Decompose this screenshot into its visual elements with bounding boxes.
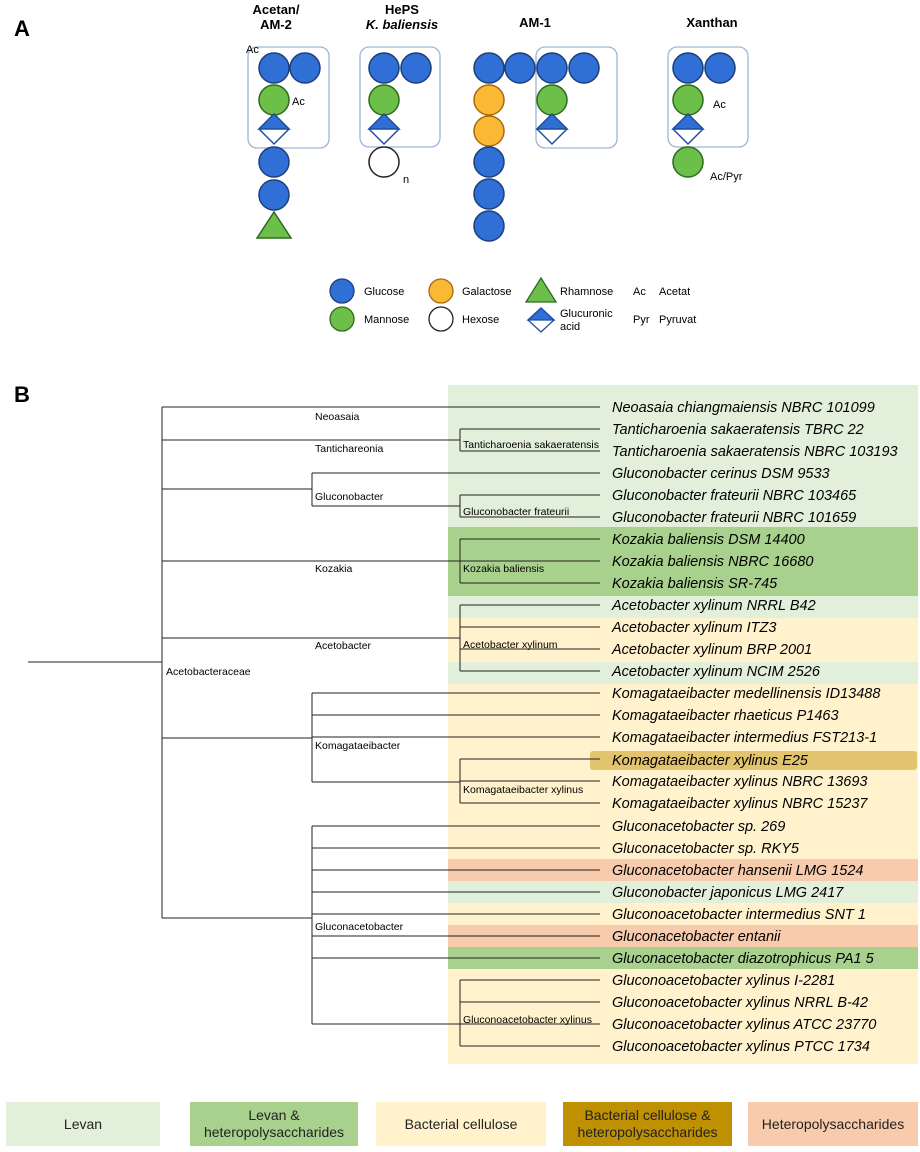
legend-cellulose-hetero-line1: Bacterial cellulose & bbox=[584, 1107, 711, 1123]
acetan-title-line2: AM-2 bbox=[260, 17, 292, 32]
node-kozakia: Kozakia bbox=[315, 563, 353, 575]
node-gluconoacetobacter-xylinus: Gluconoacetobacter xylinus bbox=[463, 1014, 592, 1026]
leaf-label: Acetobacter xylinum BRP 2001 bbox=[611, 642, 812, 658]
leaf-label: Acetobacter xylinum NRRL B42 bbox=[611, 598, 816, 614]
legend-ac-abbr: Ac bbox=[633, 286, 646, 298]
legend-cellulose-label: Bacterial cellulose bbox=[404, 1115, 518, 1132]
xanthan-ac-pyr: Ac/Pyr bbox=[710, 171, 743, 183]
legend-levan-hetero-line2: heteropolysaccharides bbox=[203, 1124, 345, 1140]
rhamnose-symbol bbox=[524, 276, 558, 303]
legend-glucose: Glucose bbox=[364, 286, 404, 298]
node-gluconobacter-frateurii: Gluconobacter frateurii bbox=[463, 506, 569, 518]
xanthan-structure bbox=[667, 46, 749, 178]
legend-glucuronic-line2: acid bbox=[560, 321, 580, 333]
leaf-label: Acetobacter xylinum ITZ3 bbox=[611, 620, 776, 636]
am1-title: AM-1 bbox=[519, 15, 551, 30]
leaf-label: Gluconobacter cerinus DSM 9533 bbox=[612, 466, 830, 482]
node-gluconobacter: Gluconobacter bbox=[315, 491, 384, 503]
glucose-symbol bbox=[329, 278, 355, 304]
leaf-labels: Neoasaia chiangmaiensis NBRC 101099 Tant… bbox=[611, 400, 898, 1055]
leaf-label: Gluconoacetobacter xylinus NRRL B-42 bbox=[612, 995, 868, 1011]
symbol-legend: Glucose Mannose Galactose Hexose Rhamnos… bbox=[329, 276, 696, 333]
node-acetobacter-xylinum: Acetobacter xylinum bbox=[463, 639, 558, 651]
panel-label-a: A bbox=[14, 16, 30, 41]
legend-pyruvat: Pyruvat bbox=[659, 314, 696, 326]
legend-cellulose: Bacterial cellulose bbox=[376, 1102, 546, 1146]
leaf-label: Komagataeibacter medellinensis ID13488 bbox=[612, 686, 880, 702]
heps-title-line2: K. baliensis bbox=[366, 17, 438, 32]
leaf-label-highlighted: Komagataeibacter xylinus E25 bbox=[612, 753, 809, 769]
leaf-label: Acetobacter xylinum NCIM 2526 bbox=[611, 664, 821, 680]
leaf-label: Gluconacetobacter diazotrophicus PA1 5 bbox=[612, 951, 875, 967]
legend-hetero: Heteropolysaccharides bbox=[748, 1102, 918, 1146]
leaf-label: Gluconoacetobacter xylinus I-2281 bbox=[612, 973, 835, 989]
leaf-label: Komagataeibacter xylinus NBRC 15237 bbox=[612, 796, 868, 812]
legend-rhamnose: Rhamnose bbox=[560, 286, 613, 298]
phylogenetic-tree-lines bbox=[28, 406, 600, 1047]
node-tanticharoenia-sakaeratensis: Tanticharoenia sakaeratensis bbox=[463, 439, 599, 451]
legend-levan-hetero-line1: Levan & bbox=[248, 1107, 300, 1123]
legend-levan-hetero: Levan & heteropolysaccharides bbox=[190, 1102, 358, 1146]
legend-galactose: Galactose bbox=[462, 286, 512, 298]
leaf-label: Gluconoacetobacter intermedius SNT 1 bbox=[612, 907, 866, 923]
node-acetobacter: Acetobacter bbox=[315, 640, 372, 652]
leaf-label: Gluconacetobacter sp. 269 bbox=[612, 819, 785, 835]
acetan-title-line1: Acetan/ bbox=[253, 2, 300, 17]
panel-label-b: B bbox=[14, 382, 30, 407]
node-tantichareonia: Tantichareonia bbox=[315, 443, 383, 455]
leaf-label: Tanticharoenia sakaeratensis NBRC 103193 bbox=[612, 444, 898, 460]
leaf-label: Tanticharoenia sakaeratensis TBRC 22 bbox=[612, 422, 864, 438]
leaf-label: Kozakia baliensis NBRC 16680 bbox=[612, 554, 814, 570]
galactose-symbol bbox=[428, 278, 454, 304]
legend-mannose: Mannose bbox=[364, 314, 409, 326]
heps-structure bbox=[359, 46, 441, 178]
xanthan-ac: Ac bbox=[713, 99, 726, 111]
legend-cellulose-hetero: Bacterial cellulose & heteropolysacchari… bbox=[563, 1102, 732, 1146]
leaf-label: Komagataeibacter intermedius FST213-1 bbox=[612, 730, 877, 746]
leaf-label: Kozakia baliensis DSM 14400 bbox=[612, 532, 805, 548]
leaf-label: Neoasaia chiangmaiensis NBRC 101099 bbox=[612, 400, 875, 416]
heps-repeat-n: n bbox=[403, 174, 409, 186]
acetan-ac-mannose: Ac bbox=[292, 96, 305, 108]
legend-levan-label: Levan bbox=[63, 1115, 103, 1132]
node-acetobacteraceae: Acetobacteraceae bbox=[166, 666, 251, 678]
am1-structure bbox=[473, 46, 618, 242]
legend-glucuronic-line1: Glucuronic bbox=[560, 308, 613, 320]
leaf-label: Gluconacetobacter sp. RKY5 bbox=[612, 841, 800, 857]
node-kozakia-baliensis: Kozakia baliensis bbox=[463, 563, 544, 575]
node-komagataeibacter: Komagataeibacter bbox=[315, 740, 401, 752]
leaf-label: Gluconoacetobacter xylinus ATCC 23770 bbox=[612, 1017, 876, 1033]
leaf-label: Gluconobacter frateurii NBRC 101659 bbox=[612, 510, 856, 526]
legend-levan: Levan bbox=[6, 1102, 160, 1146]
leaf-label: Gluconoacetobacter xylinus PTCC 1734 bbox=[612, 1039, 870, 1055]
legend-acetat: Acetat bbox=[659, 286, 690, 298]
leaf-label: Komagataeibacter rhaeticus P1463 bbox=[612, 708, 839, 724]
node-neoasaia: Neoasaia bbox=[315, 411, 360, 423]
leaf-label: Gluconacetobacter hansenii LMG 1524 bbox=[612, 863, 864, 879]
hexose-symbol bbox=[428, 306, 454, 332]
leaf-label: Gluconacetobacter entanii bbox=[612, 929, 781, 945]
legend-hexose: Hexose bbox=[462, 314, 499, 326]
legend-pyr-abbr: Pyr bbox=[633, 314, 650, 326]
node-komagataeibacter-xylinus: Komagataeibacter xylinus bbox=[463, 784, 583, 796]
leaf-label: Komagataeibacter xylinus NBRC 13693 bbox=[612, 774, 868, 790]
xanthan-title: Xanthan bbox=[686, 15, 737, 30]
heps-title-line1: HePS bbox=[385, 2, 419, 17]
leaf-label: Kozakia baliensis SR-745 bbox=[612, 576, 778, 592]
leaf-label: Gluconobacter japonicus LMG 2417 bbox=[612, 885, 844, 901]
legend-cellulose-hetero-line2: heteropolysaccharides bbox=[577, 1124, 718, 1140]
node-gluconacetobacter: Gluconacetobacter bbox=[315, 921, 404, 933]
mannose-symbol bbox=[329, 306, 355, 332]
legend-hetero-label: Heteropolysaccharides bbox=[761, 1115, 905, 1132]
acetan-structure bbox=[247, 46, 330, 239]
acetan-ac-top: Ac bbox=[246, 44, 259, 56]
leaf-label: Gluconobacter frateurii NBRC 103465 bbox=[612, 488, 857, 504]
